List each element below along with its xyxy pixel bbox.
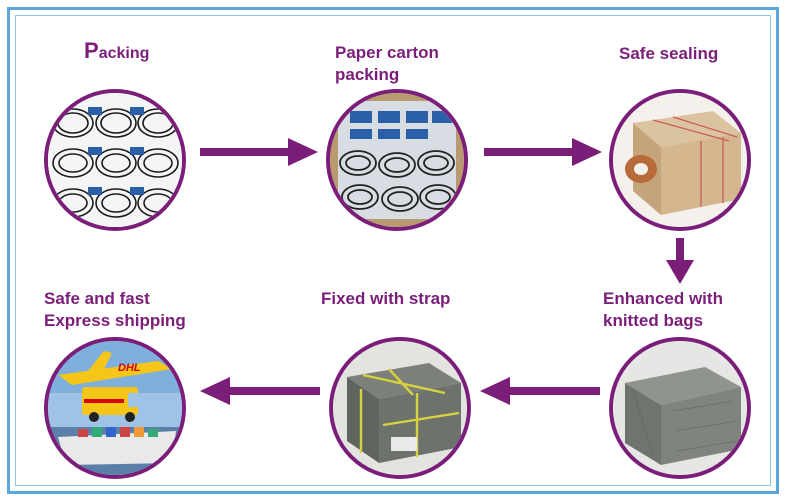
arrow-right-icon — [200, 138, 318, 166]
step-label-paper-carton-line2: packing — [335, 65, 400, 84]
inner-frame — [15, 15, 771, 486]
arrow-left-icon — [200, 377, 320, 405]
step-label-knitted-bags-line2: knitted bags — [603, 311, 704, 330]
step-label-packing-rest: acking — [98, 45, 150, 62]
coiled-cables-illustration — [48, 93, 182, 227]
step-label-safe-sealing-line1: Safe sealing — [619, 44, 719, 63]
arrow-sealing-to-bags — [666, 238, 694, 286]
step-label-paper-carton: Paper carton packing — [335, 42, 439, 86]
arrow-bags-to-strap — [480, 377, 600, 405]
svg-text:DHL: DHL — [118, 362, 141, 374]
arrow-down-icon — [666, 238, 694, 284]
image-taped-box — [609, 89, 751, 231]
image-coiled-cables — [44, 89, 186, 231]
step-label-paper-carton-line1: Paper carton — [335, 43, 439, 62]
outer-frame — [7, 7, 779, 494]
taped-box-illustration — [613, 93, 747, 227]
step-label-express-line1: Safe and fast — [44, 289, 150, 308]
express-shipping-illustration: DHL — [48, 341, 182, 475]
step-label-strap-line1: Fixed with strap — [321, 289, 451, 308]
step-label-strap: Fixed with strap — [321, 288, 450, 310]
image-paper-carton — [326, 89, 468, 231]
step-label-packing-initial: P — [84, 38, 99, 63]
step-label-knitted-bags: Enhanced with knitted bags — [603, 288, 723, 332]
step-label-packing: Packing — [84, 40, 149, 65]
arrow-carton-to-sealing — [484, 138, 604, 166]
image-express-shipping: DHL — [44, 337, 186, 479]
strapped-package-illustration — [333, 341, 467, 475]
arrow-right-icon — [484, 138, 602, 166]
knitted-bag-illustration — [613, 341, 747, 475]
step-label-express-line2: Express shipping — [44, 311, 186, 330]
step-label-safe-sealing: Safe sealing — [619, 43, 718, 65]
arrow-packing-to-carton — [200, 138, 320, 166]
arrow-strap-to-express — [200, 377, 320, 405]
paper-carton-illustration — [330, 93, 464, 227]
image-strapped-package — [329, 337, 471, 479]
image-knitted-bag — [609, 337, 751, 479]
step-label-express: Safe and fast Express shipping — [44, 288, 186, 332]
step-label-knitted-bags-line1: Enhanced with — [603, 289, 723, 308]
arrow-left-icon — [480, 377, 600, 405]
